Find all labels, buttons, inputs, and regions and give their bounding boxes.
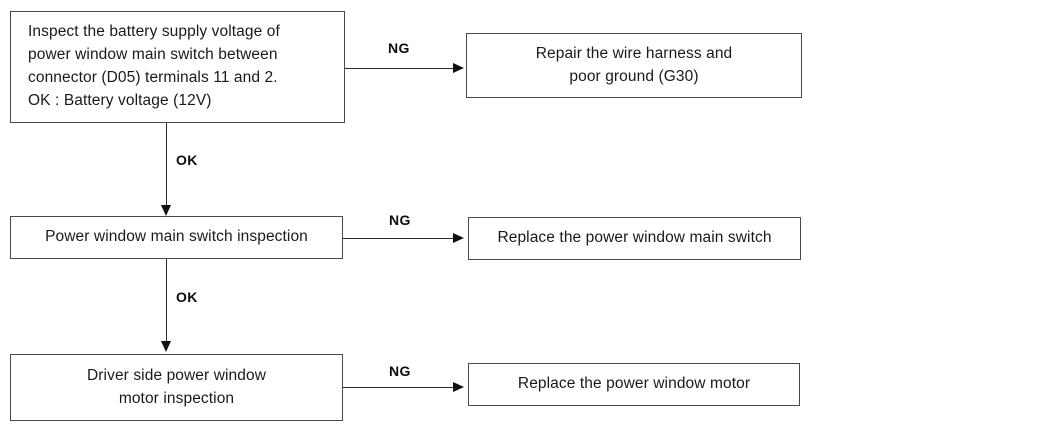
- node-replace-power-window-motor: Replace the power window motor: [468, 363, 800, 406]
- edge-label-ng-1: NG: [388, 40, 410, 56]
- node-power-window-main-switch-inspection: Power window main switch inspection: [10, 216, 343, 259]
- connector-ok-2-arrowhead: [160, 341, 171, 352]
- node-replace-power-window-main-switch-text: Replace the power window main switch: [497, 229, 772, 247]
- node-inspect-battery-supply-voltage-text: Inspect the battery supply voltage of po…: [28, 23, 280, 109]
- node-inspect-battery-supply-voltage: Inspect the battery supply voltage of po…: [10, 11, 345, 123]
- connector-ok-2-line: [166, 259, 167, 344]
- node-driver-side-power-window-motor-inspection-text: Driver side power window motor inspectio…: [87, 366, 266, 407]
- connector-ng-2-line: [343, 238, 455, 239]
- node-repair-wire-harness-text: Repair the wire harness and poor ground …: [535, 44, 733, 85]
- node-driver-side-power-window-motor-inspection: Driver side power window motor inspectio…: [10, 354, 343, 421]
- connector-ng-2-arrowhead: [453, 232, 464, 243]
- connector-ng-1-line: [345, 68, 455, 69]
- node-replace-power-window-motor-text: Replace the power window motor: [517, 375, 751, 393]
- connector-ok-1-arrowhead: [160, 205, 171, 216]
- connector-ng-3-arrowhead: [453, 381, 464, 392]
- node-power-window-main-switch-inspection-text: Power window main switch inspection: [45, 228, 308, 246]
- connector-ng-1-arrowhead: [453, 62, 464, 73]
- edge-label-ng-3: NG: [389, 363, 411, 379]
- connector-ok-1-line: [166, 123, 167, 208]
- edge-label-ok-1: OK: [176, 152, 198, 168]
- edge-label-ng-2: NG: [389, 212, 411, 228]
- connector-ng-3-line: [343, 387, 455, 388]
- node-replace-power-window-main-switch: Replace the power window main switch: [468, 217, 801, 260]
- node-repair-wire-harness: Repair the wire harness and poor ground …: [466, 33, 802, 98]
- edge-label-ok-2: OK: [176, 289, 198, 305]
